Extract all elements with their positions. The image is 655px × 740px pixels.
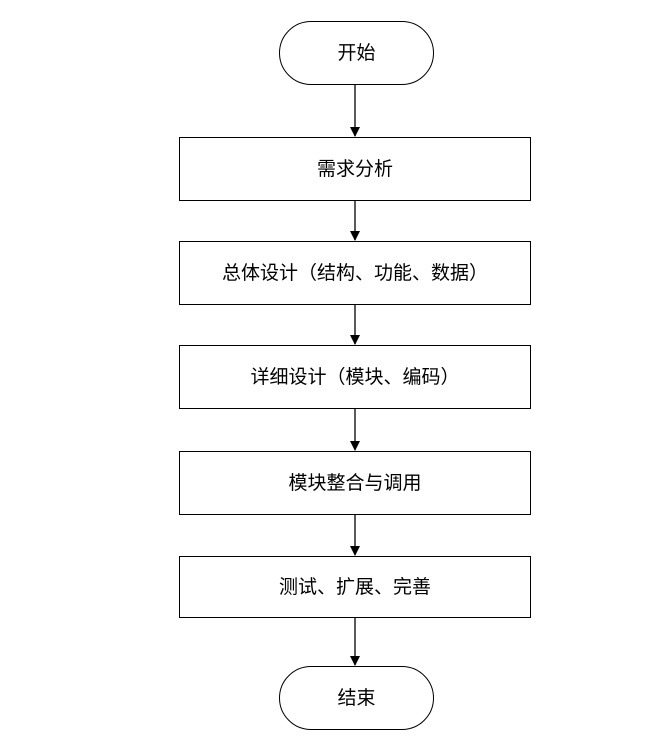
step-label: 模块整合与调用 [288,471,422,494]
end-terminal: 结束 [279,666,434,730]
step-overall-design: 总体设计（结构、功能、数据） [179,241,531,305]
step-label: 详细设计（模块、编码） [250,365,460,388]
start-label: 开始 [337,41,376,64]
end-label: 结束 [337,686,376,709]
step-label: 总体设计（结构、功能、数据） [221,261,488,284]
start-terminal: 开始 [279,21,434,85]
step-detailed-design: 详细设计（模块、编码） [179,345,531,409]
step-label: 测试、扩展、完善 [278,575,431,598]
step-requirements-analysis: 需求分析 [179,137,531,201]
step-testing-extension: 测试、扩展、完善 [179,556,531,618]
step-module-integration: 模块整合与调用 [179,451,531,515]
step-label: 需求分析 [316,157,393,180]
